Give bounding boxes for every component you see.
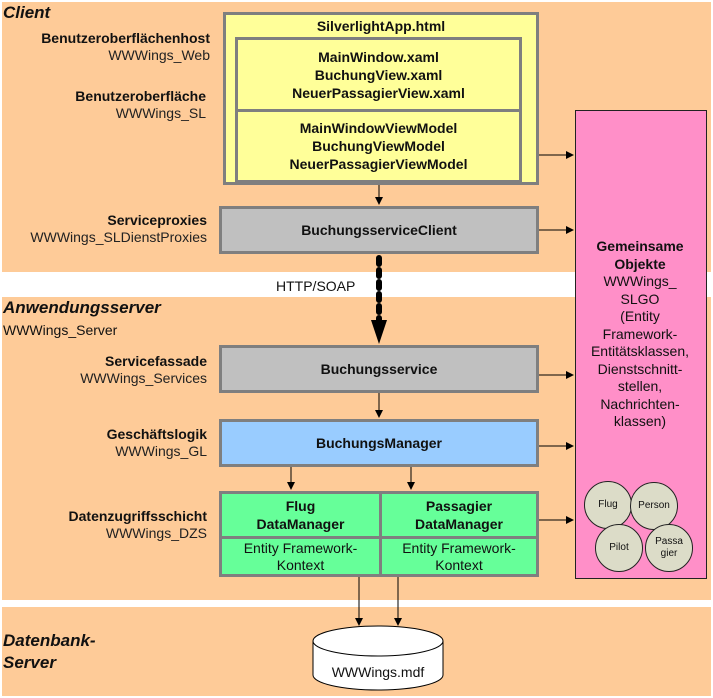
entity-passagier-label-2: gier	[660, 548, 678, 559]
label-ui-host: Benutzeroberflächenhost WWWings_Web	[41, 30, 210, 64]
protocol-label: HTTP/SOAP	[276, 278, 356, 294]
flug-datamanager-box[interactable]: Flug DataManager	[219, 491, 382, 539]
database-label: WWWings.mdf	[331, 664, 425, 680]
entity-passagier-label-1: Passa	[655, 536, 683, 547]
flug-ef-line2: Kontext	[276, 556, 325, 573]
label-ui-host-title: Benutzeroberflächenhost	[41, 30, 210, 46]
shared-objects-desc: WWWings_	[603, 273, 677, 289]
db-server-title-line2: Server	[3, 653, 56, 672]
viewmodels-box[interactable]: MainWindowViewModel BuchungViewModel Neu…	[235, 109, 522, 183]
shared-objects-desc: Entitätsklassen,	[590, 343, 690, 359]
label-proxies-title: Serviceproxies	[107, 212, 207, 228]
view-item: NeuerPassagierView.xaml	[292, 84, 465, 101]
shared-objects-desc: klassen)	[613, 413, 667, 429]
shared-objects-desc: (Entity	[620, 308, 660, 324]
silverlight-app-title: SilverlightApp.html	[316, 18, 446, 34]
passagier-dm-line2: DataManager	[415, 516, 503, 532]
entity-pilot[interactable]: Pilot	[595, 524, 643, 572]
shared-objects-desc: Framework-	[602, 325, 678, 342]
service-client-box[interactable]: BuchungsserviceClient	[219, 206, 539, 254]
passagier-ef-line2: Kontext	[435, 556, 483, 573]
viewmodel-item: MainWindowViewModel	[299, 120, 458, 136]
label-logic: Geschäftslogik WWWings_GL	[107, 426, 207, 460]
label-dal: Datenzugriffsschicht WWWings_DZS	[69, 508, 207, 542]
shared-objects-desc: SLGO	[620, 290, 660, 307]
entity-passagier[interactable]: Passa gier	[645, 524, 693, 572]
label-facade-title: Servicefassade	[105, 353, 207, 369]
viewmodel-item: NeuerPassagierViewModel	[289, 156, 468, 172]
client-tier-title: Client	[3, 3, 51, 22]
shared-objects-title-1: Gemeinsame	[596, 238, 684, 254]
service-box[interactable]: Buchungsservice	[219, 345, 539, 393]
shared-objects-text: Gemeinsame Objekte WWWings_ SLGO (Entity…	[575, 238, 705, 431]
http-soap-arrowhead	[371, 320, 387, 344]
shared-objects-desc: Dienstschnitt-	[597, 360, 683, 377]
shared-objects-title-2: Objekte	[614, 255, 666, 272]
entity-pilot-label: Pilot	[609, 542, 629, 553]
label-facade: Servicefassade WWWings_Services	[80, 353, 207, 387]
db-server-tier-title: Datenbank- Server	[3, 630, 96, 674]
label-ui-title: Benutzeroberfläche	[75, 88, 206, 104]
passagier-ef-line1: Entity Framework-	[402, 539, 516, 556]
view-item: MainWindow.xaml	[318, 48, 439, 65]
service-client-label: BuchungsserviceClient	[301, 222, 457, 238]
label-proxies-project: WWWings_SLDienstProxies	[30, 229, 207, 245]
flug-dm-line2: DataManager	[256, 516, 345, 532]
app-server-tier-title: Anwendungsserver	[3, 298, 161, 317]
flug-dm-line1: Flug	[285, 498, 316, 514]
database-cylinder[interactable]	[312, 625, 444, 691]
entity-person-label: Person	[638, 500, 670, 511]
label-facade-project: WWWings_Services	[80, 370, 207, 386]
label-ui: Benutzeroberfläche WWWings_SL	[75, 88, 206, 122]
label-dal-title: Datenzugriffsschicht	[68, 508, 207, 524]
flug-ef-line1: Entity Framework-	[243, 539, 358, 556]
label-logic-title: Geschäftslogik	[106, 426, 207, 442]
passagier-datamanager-box[interactable]: Passagier DataManager	[379, 491, 539, 539]
passagier-dm-line1: Passagier	[425, 498, 493, 514]
label-dal-project: WWWings_DZS	[105, 525, 207, 541]
views-box[interactable]: MainWindow.xaml BuchungView.xaml NeuerPa…	[235, 37, 522, 112]
view-item: BuchungView.xaml	[314, 66, 443, 83]
manager-box[interactable]: BuchungsManager	[219, 419, 539, 467]
entity-flug-label: Flug	[598, 499, 618, 510]
shared-objects-desc: Nachrichten-	[600, 395, 680, 412]
label-ui-project: WWWings_SL	[115, 105, 206, 121]
passagier-ef-context-box[interactable]: Entity Framework- Kontext	[379, 536, 539, 577]
label-logic-project: WWWings_GL	[115, 443, 207, 459]
flug-ef-context-box[interactable]: Entity Framework- Kontext	[219, 536, 382, 577]
label-proxies: Serviceproxies WWWings_SLDienstProxies	[30, 212, 207, 246]
service-label: Buchungsservice	[320, 361, 438, 377]
viewmodel-item: BuchungViewModel	[312, 138, 445, 154]
label-ui-host-project: WWWings_Web	[108, 47, 210, 63]
app-server-project: WWWings_Server	[3, 322, 118, 338]
shared-objects-desc: stellen,	[617, 378, 663, 394]
manager-label: BuchungsManager	[315, 435, 442, 451]
db-server-title-line1: Datenbank-	[3, 631, 96, 650]
